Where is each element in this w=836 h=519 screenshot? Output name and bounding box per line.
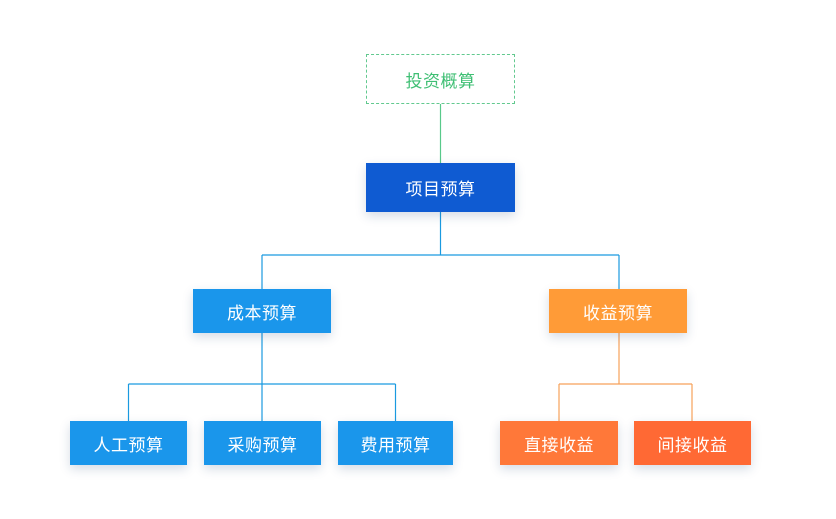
node-label: 项目预算 (405, 180, 476, 200)
node-label: 直接收益 (524, 435, 594, 456)
node-indirect-revenue[interactable]: 间接收益 (634, 421, 751, 465)
node-cost-budget[interactable]: 成本预算 (193, 289, 331, 333)
node-purchase-budget[interactable]: 采购预算 (204, 421, 321, 465)
node-label: 人工预算 (93, 435, 164, 456)
node-label: 收益预算 (583, 303, 653, 324)
node-label: 间接收益 (657, 435, 728, 456)
node-investment-estimate[interactable]: 投资概算 (366, 54, 515, 104)
node-direct-revenue[interactable]: 直接收益 (500, 421, 618, 465)
node-label: 投资概算 (405, 71, 476, 92)
node-revenue-budget[interactable]: 收益预算 (549, 289, 687, 333)
node-label: 采购预算 (227, 435, 298, 456)
node-labor-budget[interactable]: 人工预算 (70, 421, 187, 465)
node-project-budget[interactable]: 项目预算 (366, 163, 515, 212)
node-label: 成本预算 (227, 303, 297, 324)
node-label: 费用预算 (360, 435, 431, 456)
node-expense-budget[interactable]: 费用预算 (338, 421, 453, 465)
